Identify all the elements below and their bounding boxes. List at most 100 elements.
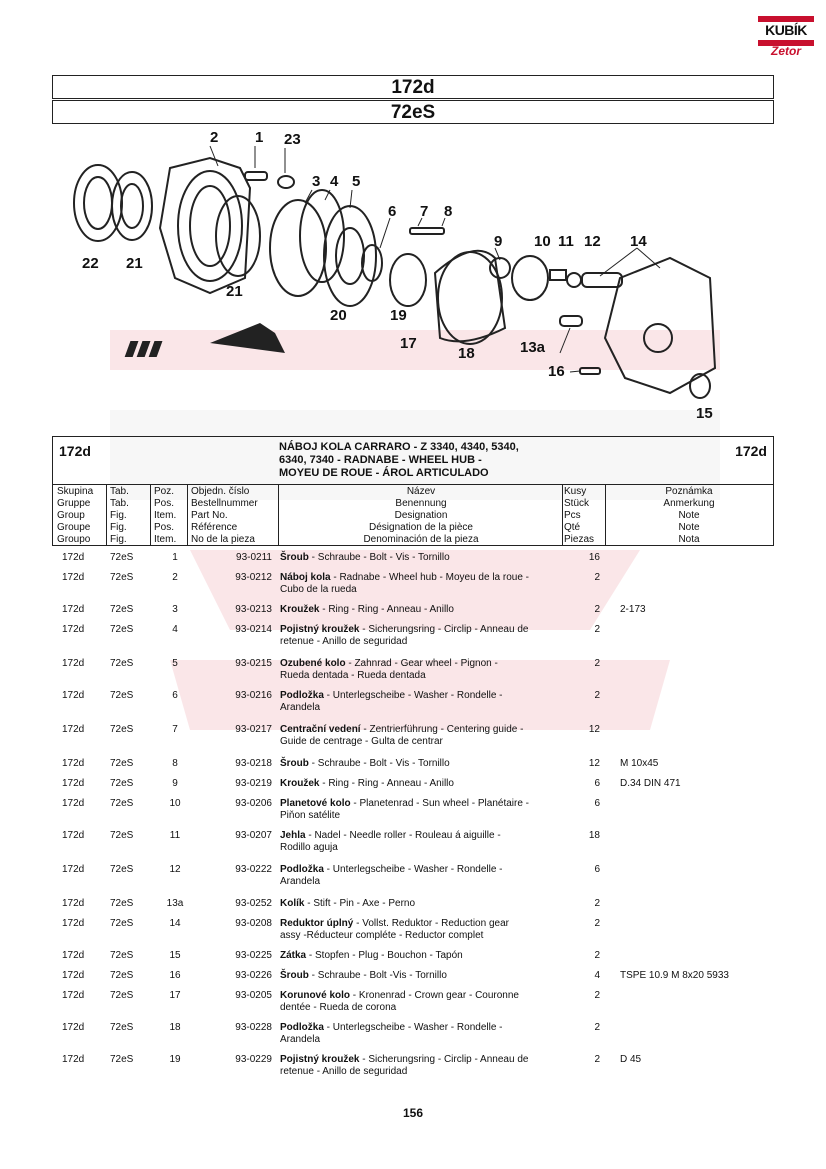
- cell-part-number: 93-0217: [235, 724, 272, 735]
- cell-description-text: - Vollst. Reduktor - Reduction gear: [353, 918, 509, 929]
- callout-label: 2: [210, 129, 218, 146]
- cell-group: 172d: [62, 830, 85, 841]
- header-label: Poznámka: [665, 486, 713, 497]
- callout-label: 9: [494, 233, 502, 250]
- cell-position: 1: [172, 552, 178, 563]
- cell-description: Podložka - Unterlegscheibe - Washer - Ro…: [280, 690, 570, 714]
- cell-description: Šroub - Schraube - Bolt - Vis - Tornillo: [280, 758, 570, 770]
- brand-logo: KUBÍK Zetor: [758, 16, 814, 60]
- cell-description-bold: Jehla: [280, 830, 306, 841]
- header-label: Note: [678, 522, 700, 533]
- header-label: Référence: [191, 522, 238, 533]
- cell-quantity: 16: [588, 552, 600, 563]
- cell-table: 72eS: [110, 1022, 134, 1033]
- cell-group: 172d: [62, 624, 85, 635]
- header-label: Benennung: [395, 498, 447, 509]
- gear-5-shape: [323, 205, 377, 307]
- header-divider: [53, 484, 773, 485]
- header-label: Item.: [154, 510, 177, 521]
- cell-description: Pojistný kroužek - Sicherungsring - Circ…: [280, 1054, 570, 1078]
- col-tab: Tab.Tab.Fig.Fig.Fig.: [110, 484, 150, 545]
- cell-part-number: 93-0214: [235, 624, 272, 635]
- cell-position: 10: [169, 798, 181, 809]
- cell-description-text: - Schraube - Bolt - Vis - Tornillo: [308, 552, 450, 563]
- cell-group: 172d: [62, 572, 85, 583]
- cell-position: 6: [172, 690, 178, 701]
- cell-description-bold: Podložka: [280, 1022, 324, 1033]
- cell-part-number: 93-0215: [235, 658, 272, 669]
- cell-table: 72eS: [110, 552, 134, 563]
- col-poz: Poz.Pos.Item.Pos.Item.: [154, 484, 186, 545]
- cell-description: Šroub - Schraube - Bolt -Vis - Tornillo: [280, 970, 570, 982]
- cell-description-text: dentée - Rueda de corona: [280, 1002, 397, 1013]
- col-divider: [150, 484, 151, 545]
- cell-description-text: Rodillo aguja: [280, 842, 338, 853]
- callout-label: 6: [388, 203, 396, 220]
- cell-quantity: 12: [588, 758, 600, 769]
- cell-position: 19: [169, 1054, 181, 1065]
- reducer-14-shape: [603, 256, 717, 395]
- circlip-19-shape: [389, 253, 427, 307]
- cell-group: 172d: [62, 798, 85, 809]
- cell-table: 72eS: [110, 724, 134, 735]
- header-title: NÁBOJ KOLA CARRARO - Z 3340, 4340, 5340,…: [279, 441, 599, 480]
- cell-description-bold: Šroub: [280, 758, 309, 769]
- page-number: 156: [402, 1106, 424, 1120]
- callout-label: 18: [458, 345, 475, 362]
- callout-label: 16: [548, 363, 565, 380]
- cell-quantity: 2: [594, 624, 600, 635]
- cell-position: 12: [169, 864, 181, 875]
- cell-position: 5: [172, 658, 178, 669]
- cell-description: Centrační vedení - Zentrierführung - Cen…: [280, 724, 570, 748]
- cell-part-number: 93-0205: [235, 990, 272, 1001]
- cell-description-bold: Planetové kolo: [280, 798, 351, 809]
- cell-description-text: - Sicherungsring - Circlip - Anneau de: [359, 1054, 529, 1065]
- cell-description-bold: Centrační vedení: [280, 724, 361, 735]
- cell-description-text: Arandela: [280, 876, 321, 887]
- cell-table: 72eS: [110, 624, 134, 635]
- cell-group: 172d: [62, 970, 85, 981]
- cell-position: 18: [169, 1022, 181, 1033]
- cell-position: 8: [172, 758, 178, 769]
- cell-quantity: 6: [594, 778, 600, 789]
- cell-quantity: 2: [594, 604, 600, 615]
- cell-description-text: - Stopfen - Plug - Bouchon - Tapón: [306, 950, 463, 961]
- circlip-4-shape: [299, 189, 345, 283]
- cell-description-text: - Schraube - Bolt - Vis - Tornillo: [308, 758, 450, 769]
- ring-3-shape: [269, 199, 327, 297]
- bolt-16-shape: [579, 367, 601, 375]
- cell-description-bold: Šroub: [280, 552, 309, 563]
- callout-label: 8: [444, 203, 452, 220]
- cell-quantity: 2: [594, 658, 600, 669]
- callout-label: 20: [330, 307, 347, 324]
- cell-table: 72eS: [110, 864, 134, 875]
- cell-description-text: - Unterlegscheibe - Washer - Rondelle -: [323, 690, 503, 701]
- header-label: Groupe: [57, 522, 91, 533]
- callout-label: 12: [584, 233, 601, 250]
- cell-description-text: - Zahnrad - Gear wheel - Pignon -: [345, 658, 498, 669]
- washer-12-shape: [566, 272, 582, 288]
- hub-2-shape: [158, 156, 252, 295]
- cell-table: 72eS: [110, 658, 134, 669]
- cell-part-number: 93-0252: [235, 898, 272, 909]
- cell-quantity: 18: [588, 830, 600, 841]
- brand-logo-sub: Zetor: [771, 44, 801, 58]
- cell-group: 172d: [62, 898, 85, 909]
- cell-description-text: Cubo de la rueda: [280, 584, 357, 595]
- cell-description: Pojistný kroužek - Sicherungsring - Circ…: [280, 624, 570, 648]
- header-group-left: 172d: [59, 443, 91, 459]
- cell-description-text: - Radnabe - Wheel hub - Moyeu de la roue…: [330, 572, 530, 583]
- parts-table-header: 172d NÁBOJ KOLA CARRARO - Z 3340, 4340, …: [52, 436, 774, 546]
- cell-quantity: 6: [594, 798, 600, 809]
- cell-description-bold: Kroužek: [280, 604, 320, 615]
- header-label: Note: [678, 510, 700, 521]
- cell-part-number: 93-0229: [235, 1054, 272, 1065]
- crown-gear-17-shape: [433, 249, 507, 343]
- header-label: Designation: [394, 510, 448, 521]
- cell-part-number: 93-0206: [235, 798, 272, 809]
- callout-label: 3: [312, 173, 320, 190]
- pin-13a-shape: [559, 315, 583, 327]
- callout-label: 15: [696, 405, 713, 422]
